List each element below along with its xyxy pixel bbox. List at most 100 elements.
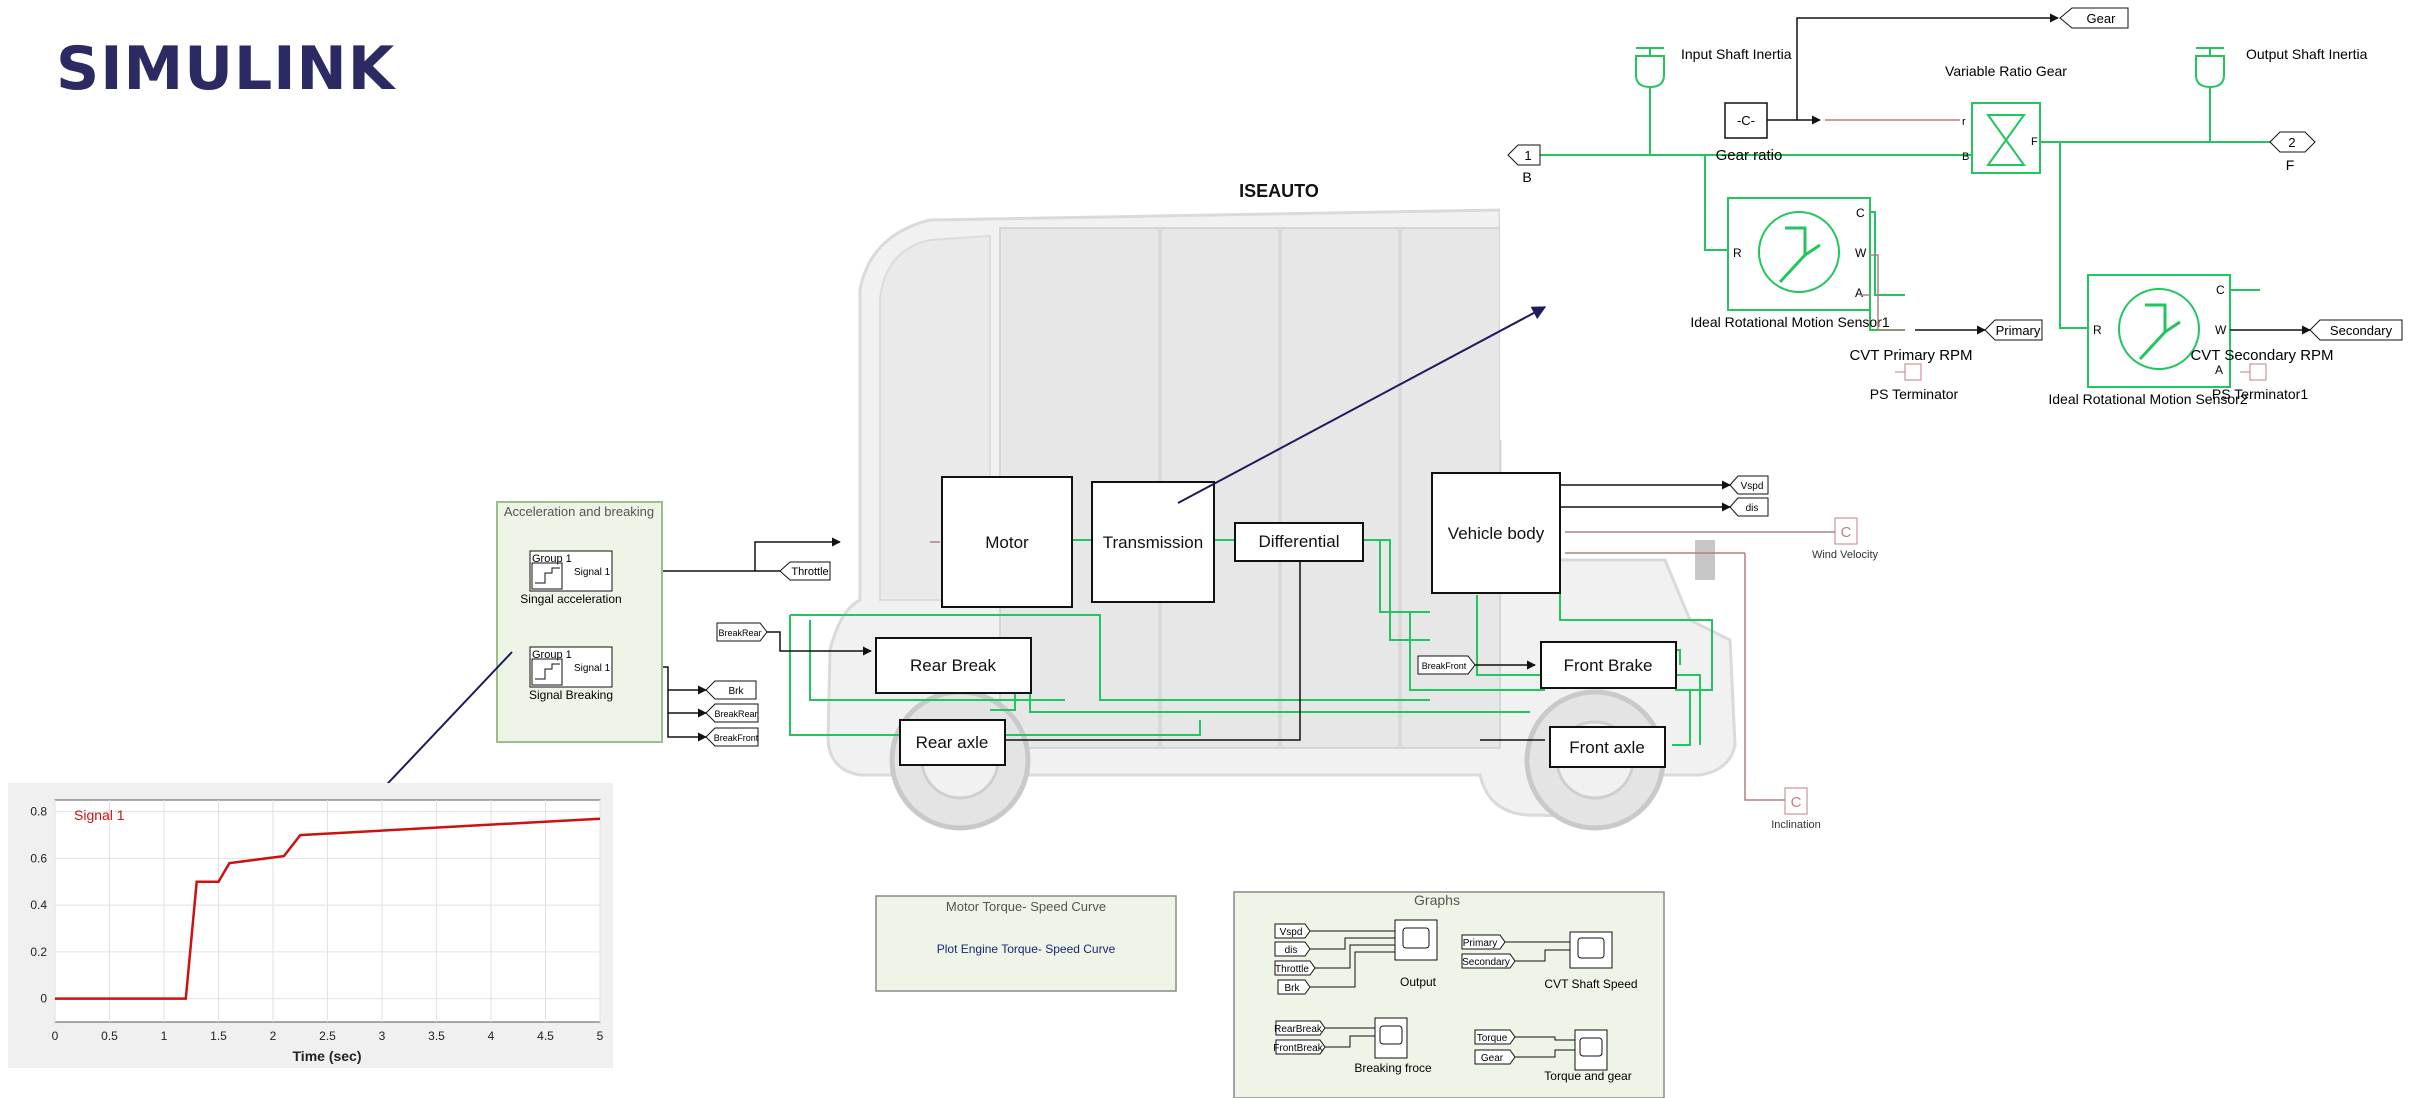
inclination-constant[interactable]: C Inclination [1771, 788, 1821, 831]
wind-velocity-constant[interactable]: C Wind Velocity [1812, 518, 1879, 561]
svg-text:Brk: Brk [729, 686, 745, 697]
model-title: ISEAUTO [1239, 181, 1319, 201]
svg-text:Acceleration and breaking: Acceleration and breaking [504, 504, 654, 519]
svg-text:Gear: Gear [2087, 11, 2117, 26]
plot-x-tick-label: 4 [488, 1029, 495, 1043]
svg-text:Gear ratio: Gear ratio [1716, 147, 1783, 164]
svg-text:1: 1 [1524, 148, 1531, 163]
plot-y-tick-label: 0.2 [30, 945, 47, 959]
secondary-tag[interactable]: Secondary [2310, 320, 2402, 340]
motor-block[interactable]: Motor [942, 477, 1072, 607]
rear-axle-block[interactable]: Rear axle [900, 720, 1005, 765]
svg-text:C: C [1791, 794, 1802, 811]
motion-sensor1[interactable]: R C W A [1728, 198, 1870, 310]
vehicle-body-block[interactable]: Vehicle body [1432, 473, 1560, 593]
svg-text:Throttle: Throttle [791, 566, 828, 578]
motion-sensor2[interactable]: R C W A [2088, 275, 2230, 387]
dis-tag[interactable]: dis [1730, 498, 1768, 516]
svg-text:Signal Breaking: Signal Breaking [529, 688, 613, 702]
svg-text:BreakFront: BreakFront [714, 733, 759, 743]
svg-text:BreakFront: BreakFront [1422, 661, 1467, 671]
svg-text:A: A [2215, 363, 2223, 377]
front-axle-block[interactable]: Front axle [1550, 727, 1665, 767]
svg-text:dis: dis [1285, 945, 1298, 956]
svg-text:RearBreak: RearBreak [1274, 1024, 1323, 1035]
svg-text:Rear Break: Rear Break [910, 656, 996, 675]
svg-text:Signal 1: Signal 1 [574, 567, 611, 578]
graphs-panel[interactable]: Graphs Vspd dis Throttle Brk Output Prim… [1234, 892, 1664, 1098]
gear-tag[interactable]: Gear [2060, 8, 2128, 28]
svg-text:Vspd: Vspd [1741, 481, 1764, 492]
svg-text:Signal 1: Signal 1 [574, 663, 611, 674]
svg-text:F: F [2031, 136, 2038, 148]
plot-y-tick-label: 0 [40, 992, 47, 1006]
svg-text:Group 1: Group 1 [532, 553, 572, 565]
svg-text:-C-: -C- [1737, 113, 1755, 128]
svg-text:Torque and gear: Torque and gear [1544, 1069, 1631, 1083]
signal-callout-arrow [374, 652, 512, 798]
plot-curve-link[interactable]: Plot Engine Torque- Speed Curve [937, 942, 1116, 956]
svg-text:CVT Secondary RPM: CVT Secondary RPM [2190, 347, 2333, 364]
svg-text:R: R [2093, 323, 2102, 337]
plot-x-tick-label: 0.5 [101, 1029, 118, 1043]
plot-x-tick-label: 1.5 [210, 1029, 227, 1043]
svg-text:Gear: Gear [1481, 1053, 1504, 1064]
break-rear-from-tag[interactable]: BreakRear [717, 623, 767, 641]
svg-text:Graphs: Graphs [1414, 892, 1460, 908]
differential-block[interactable]: Differential [1235, 523, 1363, 561]
svg-text:Throttle: Throttle [1275, 964, 1309, 975]
plot-y-tick-label: 0.6 [30, 851, 47, 865]
plot-x-tick-label: 2 [270, 1029, 277, 1043]
svg-text:Vspd: Vspd [1280, 927, 1303, 938]
svg-text:W: W [1855, 246, 1867, 260]
throttle-tag[interactable]: Throttle [780, 562, 830, 580]
svg-text:B: B [1522, 169, 1531, 185]
break-front-from-tag[interactable]: BreakFront [1418, 656, 1475, 674]
svg-text:r: r [1962, 116, 1966, 128]
signal-plot: 00.511.522.533.544.5500.20.40.60.8 Signa… [8, 783, 613, 1068]
signal-acceleration-block[interactable]: Group 1 Signal 1 Singal acceleration [520, 551, 621, 606]
svg-text:FrontBreak: FrontBreak [1273, 1043, 1323, 1054]
break-rear-tag[interactable]: BreakRear [706, 704, 758, 722]
svg-text:Primary: Primary [1996, 323, 2041, 338]
svg-text:C: C [1841, 524, 1852, 541]
svg-text:Inclination: Inclination [1771, 819, 1821, 831]
signal-breaking-block[interactable]: Group 1 Signal 1 Signal Breaking [529, 647, 613, 702]
plot-x-tick-label: 1 [161, 1029, 168, 1043]
svg-text:Output: Output [1400, 975, 1437, 989]
rear-break-block[interactable]: Rear Break [876, 638, 1031, 693]
svg-text:Variable Ratio Gear: Variable Ratio Gear [1945, 63, 2067, 79]
svg-text:PS Terminator: PS Terminator [1870, 386, 1959, 402]
motor-torque-curve-panel[interactable]: Motor Torque- Speed Curve Plot Engine To… [876, 896, 1176, 991]
svg-text:W: W [2215, 323, 2227, 337]
front-brake-block[interactable]: Front Brake [1541, 642, 1676, 688]
svg-text:Singal acceleration: Singal acceleration [520, 592, 621, 606]
svg-text:BreakRear: BreakRear [718, 628, 761, 638]
svg-text:Output Shaft Inertia: Output Shaft Inertia [2246, 46, 2368, 62]
plot-legend: Signal 1 [74, 807, 125, 823]
plot-x-tick-label: 3 [379, 1029, 386, 1043]
svg-text:BreakRear: BreakRear [714, 709, 757, 719]
svg-text:Vehicle body: Vehicle body [1448, 524, 1545, 543]
transmission-block[interactable]: Transmission [1092, 482, 1214, 602]
svg-text:Group 1: Group 1 [532, 649, 572, 661]
svg-text:2: 2 [2288, 135, 2295, 150]
svg-text:C: C [1856, 206, 1865, 220]
svg-text:A: A [1855, 286, 1863, 300]
vspd-tag[interactable]: Vspd [1730, 476, 1768, 494]
plot-x-tick-label: 0 [52, 1029, 59, 1043]
svg-text:Transmission: Transmission [1103, 533, 1203, 552]
svg-text:CVT Primary RPM: CVT Primary RPM [1849, 347, 1972, 364]
svg-text:Front Brake: Front Brake [1564, 656, 1653, 675]
svg-text:Brk: Brk [1285, 983, 1301, 994]
primary-tag[interactable]: Primary [1985, 320, 2042, 340]
svg-text:Rear axle: Rear axle [916, 733, 989, 752]
svg-text:Primary: Primary [1463, 938, 1497, 949]
plot-x-tick-label: 4.5 [537, 1029, 554, 1043]
break-front-tag[interactable]: BreakFront [706, 728, 759, 746]
svg-text:B: B [1962, 151, 1969, 163]
svg-text:Front axle: Front axle [1569, 738, 1645, 757]
accel-breaking-panel[interactable]: Acceleration and breaking Group 1 Signal… [497, 502, 662, 742]
svg-text:Input Shaft Inertia: Input Shaft Inertia [1681, 46, 1792, 62]
brk-tag[interactable]: Brk [706, 681, 756, 699]
